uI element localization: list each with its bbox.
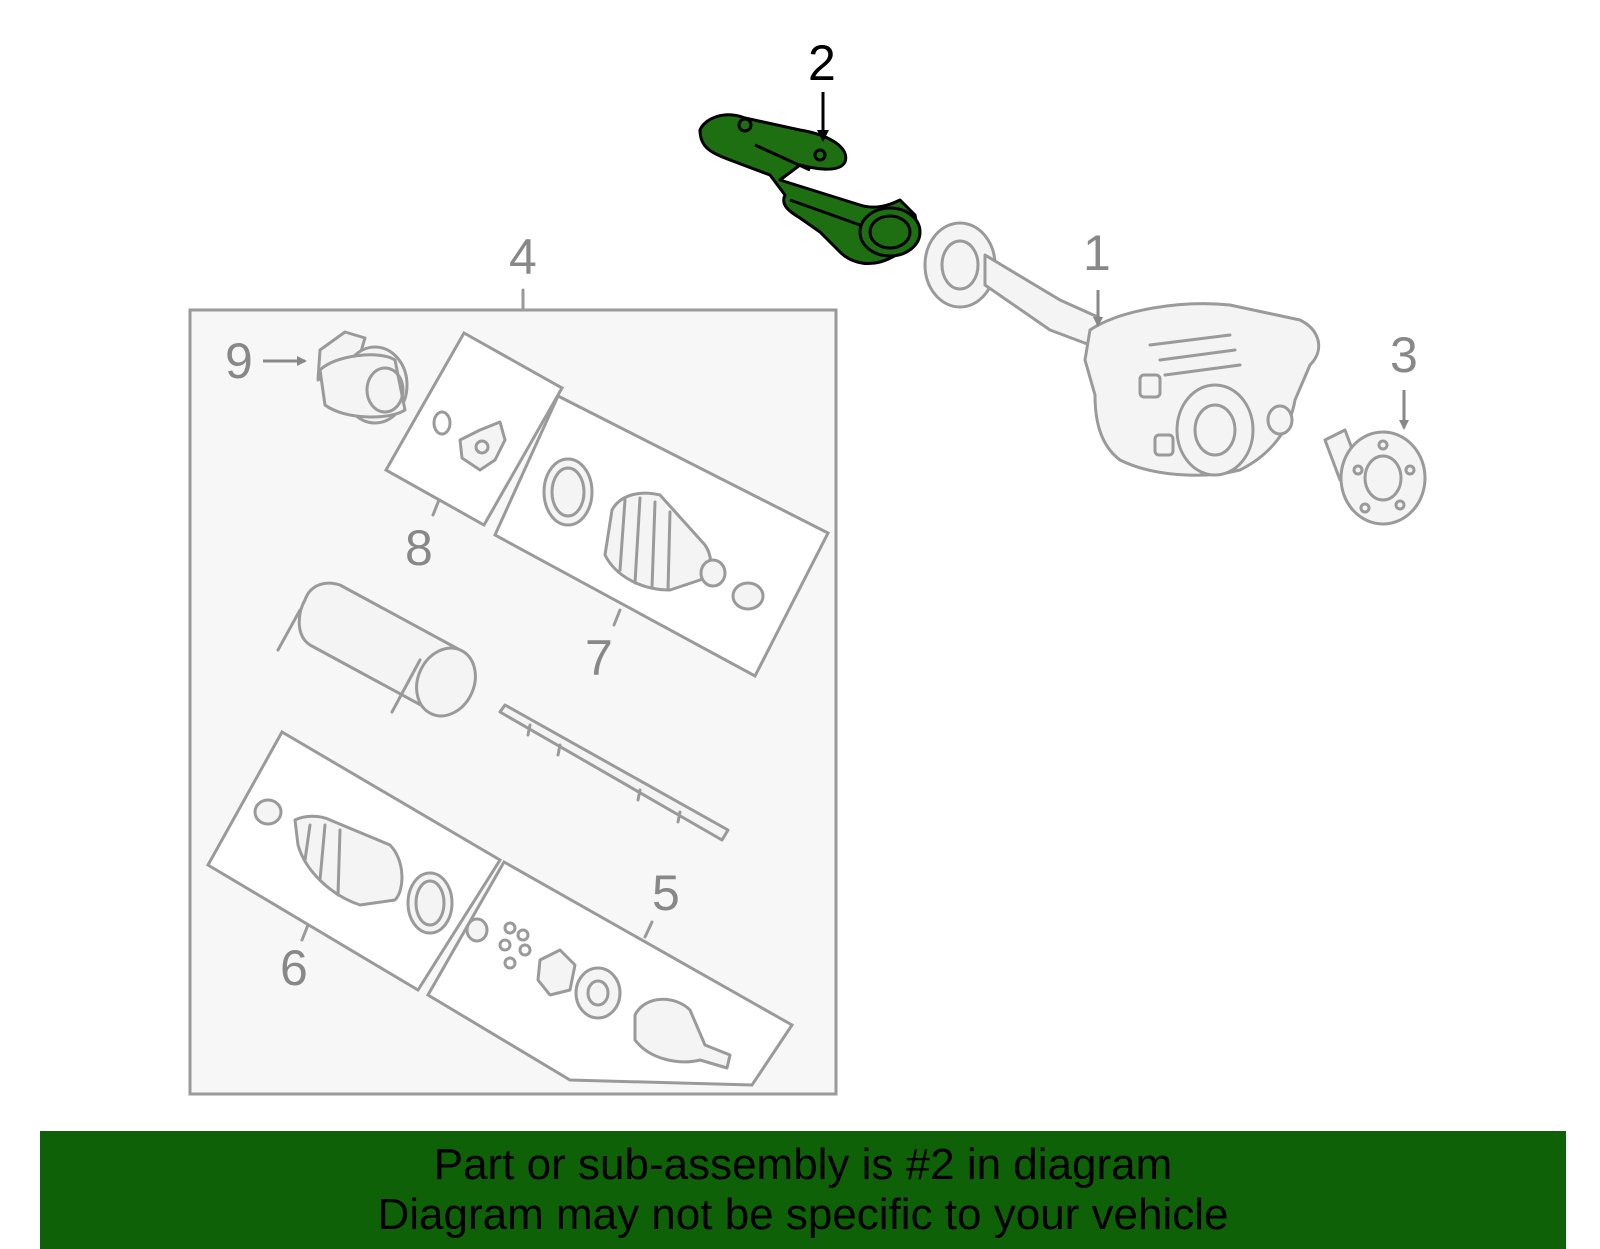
callout-7-leader xyxy=(612,608,622,627)
callout-3: 3 xyxy=(1390,327,1418,383)
callout-9: 9 xyxy=(225,333,253,389)
part-1-axle-housing[interactable] xyxy=(923,221,1321,477)
callout-2: 2 xyxy=(808,35,836,91)
part-8-tripod-kit[interactable] xyxy=(383,330,565,528)
part-6-outer-boot-kit[interactable] xyxy=(205,729,503,993)
banner-line-1: Part or sub-assembly is #2 in diagram xyxy=(433,1140,1173,1189)
info-banner: Part or sub-assembly is #2 in diagram Di… xyxy=(40,1131,1566,1249)
axle-shaft[interactable] xyxy=(498,703,730,842)
callout-6: 6 xyxy=(280,940,308,996)
part-3-axle-flange[interactable] xyxy=(1323,428,1427,526)
callout-6-leader xyxy=(300,923,310,942)
callout-1: 1 xyxy=(1083,225,1111,281)
part-5-cv-joint-kit[interactable] xyxy=(425,859,795,1087)
part-7-boot-kit[interactable] xyxy=(493,393,831,679)
callout-8: 8 xyxy=(405,520,433,576)
callout-8-leader xyxy=(431,498,441,517)
callout-5: 5 xyxy=(652,865,680,921)
callout-7: 7 xyxy=(585,630,613,686)
part-9-joint-housing[interactable] xyxy=(316,330,409,425)
part-2-axle-tube-highlighted[interactable] xyxy=(698,113,922,266)
banner-line-2: Diagram may not be specific to your vehi… xyxy=(377,1190,1229,1239)
callout-5-leader xyxy=(643,920,654,939)
callout-4: 4 xyxy=(509,229,537,285)
boot-sleeve[interactable] xyxy=(276,581,486,725)
